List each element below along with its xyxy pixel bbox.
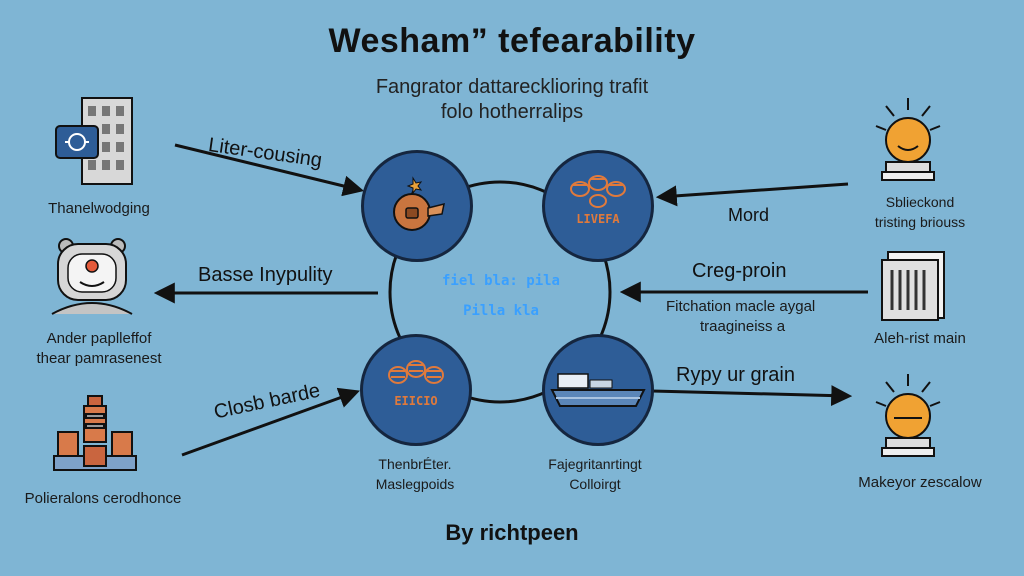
footer-credit: By richtpeen	[445, 520, 579, 545]
node-bottom-left: EIICIO	[360, 334, 472, 446]
node-top-left	[361, 150, 473, 262]
node-top-right-text: LIVEFA	[576, 212, 620, 226]
cargo-ship-icon	[550, 373, 646, 407]
node-bottom-left-label-1: ThenbrÉter.	[378, 456, 452, 472]
label-rypy: Rypy ur grain	[676, 364, 795, 386]
center-text: fiel bla: pila Pilla kla	[436, 266, 566, 326]
arrow-closb-barde	[181, 387, 360, 457]
sun-burst-icon	[875, 98, 941, 181]
office-building-icon	[55, 97, 133, 185]
center-text-line-1: fiel bla: pila	[441, 273, 560, 289]
robot-face-icon	[51, 238, 133, 315]
node-bottom-left-label-2: Maslegpoids	[375, 476, 455, 492]
subtitle-line-1: Fangrator dattarecklioring trafit	[375, 76, 649, 98]
server-rack-icon	[881, 251, 945, 321]
factory-towers-icon	[53, 395, 137, 471]
arrow-rypy	[651, 385, 853, 407]
label-basse-inypulity: Basse Inypulity	[198, 264, 333, 286]
label-creg-proin: Creg-proin	[692, 260, 787, 282]
left-label-2-line-1: Ander paplleffof	[46, 330, 152, 347]
subtitle-line-2: folo hotherralips	[440, 101, 584, 123]
node-bottom-right	[542, 334, 654, 446]
stacked-bags-icon: EIICIO	[388, 360, 444, 408]
label-fitchation-line-1: Fitchation macle aygal	[666, 298, 816, 315]
node-bottom-right-label-2: Colloirgt	[569, 476, 621, 492]
arrow-liter-cousing	[174, 143, 365, 197]
arrow-mord	[655, 182, 849, 207]
right-label-1-line-1: Sblieckond	[885, 194, 955, 210]
left-label-3: Polieralons cerodhonce	[24, 490, 182, 507]
right-label-2: Aleh-rist main	[874, 330, 966, 347]
center-text-line-2: Pilla kla	[463, 303, 539, 319]
bomb-icon	[393, 176, 445, 231]
center-ring	[388, 180, 612, 404]
node-top-right: LIVEFA	[542, 150, 654, 262]
label-fitchation-line-2: traagineiss a	[700, 318, 786, 335]
sun-burst-icon	[875, 374, 941, 457]
node-bottom-right-label-1: Fajegritanrtingt	[548, 456, 642, 472]
diagram-title: Wesham” tefearability	[328, 22, 696, 60]
label-mord: Mord	[728, 205, 770, 225]
right-label-1-line-2: tristing briouss	[874, 214, 966, 230]
right-label-3: Makeyor zescalow	[858, 474, 982, 491]
stacked-bags-icon: LIVEFA	[570, 175, 626, 226]
left-label-1: Thanelwodging	[48, 200, 150, 217]
node-bottom-left-text: EIICIO	[394, 394, 437, 408]
left-label-2-line-2: thear pamrasenest	[36, 350, 162, 367]
